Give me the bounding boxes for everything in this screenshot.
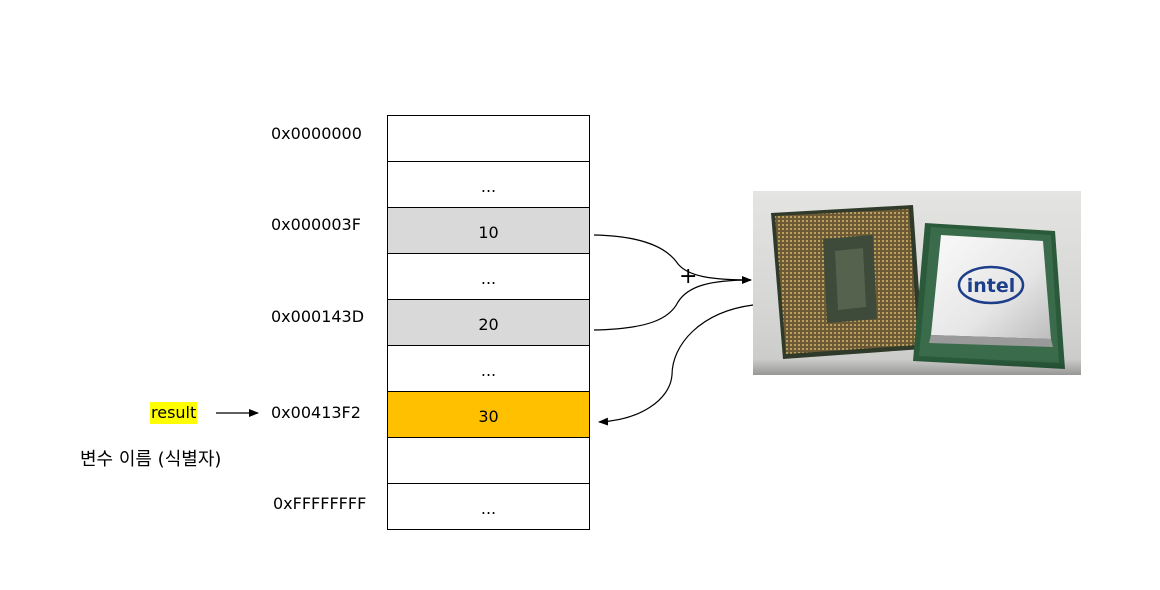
cpu-logo: intel	[967, 275, 1016, 297]
memory-cell-value: 10	[478, 223, 499, 242]
variable-name: result	[150, 402, 198, 424]
address-label: 0x000003F	[271, 215, 361, 234]
cpu-back-chip	[771, 205, 923, 359]
memory-cell: ...	[387, 484, 590, 530]
variable-caption: 변수 이름 (식별자)	[80, 449, 222, 470]
memory-cell: ...	[387, 346, 590, 392]
operand-arrow-bottom	[593, 279, 752, 331]
memory-cell-value: ...	[480, 269, 497, 288]
memory-column: ... 10 ... 20 ... 30 ...	[387, 115, 590, 530]
memory-cell-value: ...	[480, 177, 497, 196]
memory-cell	[387, 116, 590, 162]
memory-cell-operand: 10	[387, 208, 590, 254]
address-label: 0x0000000	[271, 124, 362, 143]
operand-arrow-top	[593, 234, 752, 284]
memory-cell	[387, 438, 590, 484]
address-label: 0xFFFFFFFF	[273, 494, 367, 513]
memory-cell-value: ...	[480, 499, 497, 518]
memory-cell: ...	[387, 254, 590, 300]
memory-cell-operand: 20	[387, 300, 590, 346]
memory-cell-result: 30	[387, 392, 590, 438]
memory-cell-value: ...	[480, 361, 497, 380]
cpu-image: intel	[753, 191, 1081, 375]
address-label: 0x00413F2	[271, 403, 361, 422]
result-arrow	[598, 304, 754, 426]
memory-cell-value: 20	[478, 315, 499, 334]
memory-cell: ...	[387, 162, 590, 208]
cpu-illustration: intel	[753, 205, 1081, 375]
plus-operator: +	[679, 264, 698, 289]
address-label: 0x000143D	[271, 307, 365, 326]
memory-cell-value: 30	[478, 407, 499, 426]
cpu-front-chip: intel	[913, 223, 1065, 369]
